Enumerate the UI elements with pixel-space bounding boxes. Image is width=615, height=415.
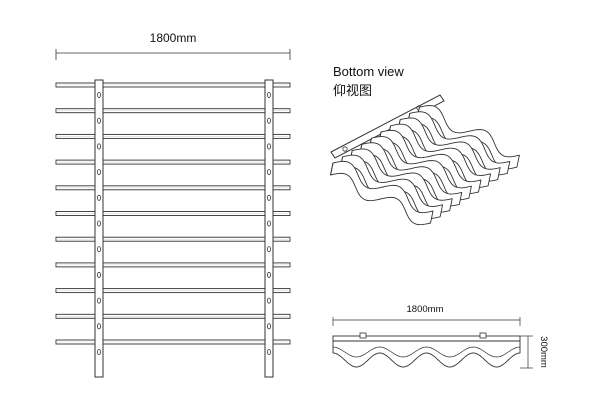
section-inner-wave: [332, 346, 521, 358]
section-body: [332, 340, 521, 368]
bracket-hole: [267, 323, 271, 330]
bracket-hole: [97, 348, 101, 355]
fin-edge: [330, 162, 334, 176]
bottom-view: Bottom view 仰视图: [330, 64, 520, 226]
bottom-view-title: Bottom view: [333, 64, 404, 79]
bracket-hole: [97, 117, 101, 124]
bracket-hole: [97, 246, 101, 253]
section-width-dimension: [332, 317, 521, 326]
bracket-hole: [97, 194, 101, 201]
section-width-label: 1800mm: [407, 304, 444, 315]
bracket: [94, 79, 104, 378]
bracket-hole: [267, 348, 271, 355]
bracket-hole: [267, 220, 271, 227]
bracket: [264, 79, 274, 378]
section-height-dimension: [520, 335, 533, 369]
bracket-hole: [97, 169, 101, 176]
support-rail: [330, 94, 445, 159]
bracket-hole: [97, 143, 101, 150]
section-view: 1800mm 300mm: [332, 304, 549, 369]
slat-group: [55, 82, 291, 345]
bottom-view-title-zh: 仰视图: [333, 83, 372, 98]
wavy-fin: [330, 160, 434, 226]
section-profile: [332, 332, 521, 368]
bracket-group: [94, 79, 274, 378]
bracket-hole: [97, 92, 101, 99]
section-clip: [479, 332, 487, 339]
section-height-label: 300mm: [538, 336, 549, 368]
bracket-hole: [97, 220, 101, 227]
bracket-hole: [267, 297, 271, 304]
isometric-view: [330, 94, 520, 226]
section-clip: [359, 332, 367, 339]
bracket-bar: [94, 79, 104, 378]
bracket-hole: [267, 169, 271, 176]
bracket-hole: [97, 297, 101, 304]
rail-bolt: [342, 146, 348, 152]
front-width-label: 1800mm: [150, 31, 197, 45]
bracket-hole: [267, 92, 271, 99]
bracket-hole: [267, 271, 271, 278]
front-view: 1800mm: [55, 31, 291, 378]
bracket-hole: [97, 323, 101, 330]
bracket-hole: [267, 117, 271, 124]
bracket-hole: [97, 271, 101, 278]
bracket-hole: [267, 246, 271, 253]
bracket-hole: [267, 194, 271, 201]
bracket-hole: [267, 143, 271, 150]
front-width-dimension: [55, 49, 291, 60]
bracket-bar: [264, 79, 274, 378]
